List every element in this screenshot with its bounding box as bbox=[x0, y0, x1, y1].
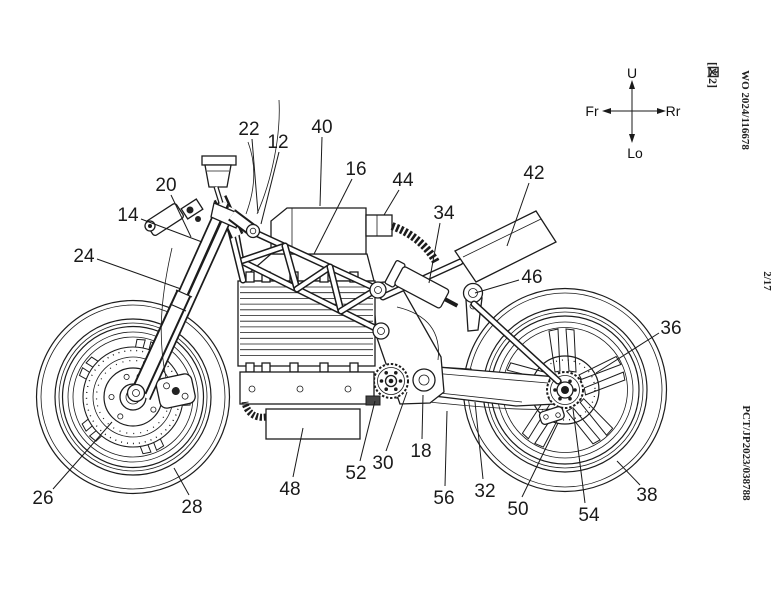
rear-shock-absorber bbox=[384, 260, 484, 332]
callout-32: 32 bbox=[474, 481, 495, 502]
leader-line-30 bbox=[385, 391, 408, 452]
arrow-rear-icon bbox=[657, 108, 666, 114]
callout-52: 52 bbox=[345, 463, 366, 484]
leader-line-16 bbox=[313, 178, 353, 255]
front-fork bbox=[126, 195, 244, 403]
leader-line-42 bbox=[506, 182, 530, 247]
lower-fitting bbox=[365, 395, 381, 406]
publication-number: WO 2024/116678 bbox=[739, 70, 751, 150]
front-brake-caliper bbox=[155, 373, 196, 409]
arrow-front-icon bbox=[602, 108, 611, 114]
leader-line-36 bbox=[595, 332, 660, 374]
sheet-number: 2/17 bbox=[761, 271, 773, 291]
leader-line-34 bbox=[428, 222, 441, 284]
callout-24: 24 bbox=[73, 246, 95, 267]
frame-rear-mount-upper bbox=[369, 281, 387, 299]
leader-line-38 bbox=[616, 460, 641, 486]
brake-reservoir bbox=[201, 155, 237, 204]
frame-rear-mount-lower bbox=[372, 322, 390, 340]
page-margin-texts: [図2] WO 2024/116678 2/17 PCT/JP2023/0387… bbox=[706, 62, 773, 501]
callout-54: 54 bbox=[578, 505, 600, 526]
front-brake-hose bbox=[160, 247, 173, 379]
top-unit bbox=[270, 207, 367, 255]
leader-line-32 bbox=[474, 401, 484, 480]
leader-line-28 bbox=[173, 467, 190, 496]
callout-40: 40 bbox=[311, 117, 332, 138]
callout-18: 18 bbox=[410, 441, 431, 462]
motor-housing bbox=[396, 306, 439, 361]
master-cylinder-cluster bbox=[144, 198, 204, 237]
leader-line-20 bbox=[170, 194, 192, 238]
callout-12: 12 bbox=[267, 132, 288, 153]
callout-56: 56 bbox=[433, 488, 454, 509]
callout-42: 42 bbox=[523, 163, 544, 184]
callout-28: 28 bbox=[181, 497, 202, 518]
leader-line-24 bbox=[96, 258, 182, 290]
leader-line-40 bbox=[319, 136, 323, 207]
battery-lower-case bbox=[239, 371, 375, 405]
arrow-up-icon bbox=[629, 80, 635, 89]
leader-line-54 bbox=[572, 408, 586, 504]
application-number: PCT/JP2023/038788 bbox=[740, 405, 752, 501]
arrow-down-icon bbox=[629, 134, 635, 143]
figure-label: [図2] bbox=[706, 62, 720, 88]
callout-26: 26 bbox=[32, 488, 53, 509]
callout-14: 14 bbox=[117, 205, 139, 226]
shock-eyelet-mount bbox=[462, 282, 484, 304]
leader-line-50 bbox=[521, 422, 559, 498]
callout-34: 34 bbox=[433, 203, 455, 224]
under-unit bbox=[265, 408, 361, 440]
callout-22: 22 bbox=[238, 119, 259, 140]
handlebar bbox=[228, 209, 261, 239]
rear-brake-caliper bbox=[538, 406, 565, 426]
leader-line-52 bbox=[359, 400, 376, 462]
callout-20: 20 bbox=[155, 175, 176, 196]
swingarm-pivot bbox=[412, 368, 436, 392]
leader-line-12 bbox=[260, 151, 280, 225]
callout-48: 48 bbox=[279, 479, 300, 500]
callout-30: 30 bbox=[372, 453, 393, 474]
orientation-compass: U Lo Fr Rr bbox=[585, 65, 680, 161]
leader-line-48 bbox=[292, 427, 304, 478]
leader-line-14 bbox=[140, 218, 203, 243]
callout-46: 46 bbox=[521, 267, 542, 288]
leader-line-44 bbox=[383, 189, 400, 216]
callout-50: 50 bbox=[507, 499, 528, 520]
compass-rear-label: Rr bbox=[666, 103, 681, 119]
connector-unit bbox=[365, 214, 393, 237]
callout-38: 38 bbox=[636, 485, 657, 506]
callout-44: 44 bbox=[392, 170, 414, 191]
motor-sprocket bbox=[373, 363, 409, 399]
front-axle bbox=[126, 383, 146, 403]
control-cable-outer bbox=[256, 99, 280, 215]
callout-16: 16 bbox=[345, 159, 366, 180]
compass-front-label: Fr bbox=[585, 103, 599, 119]
compass-up-label: U bbox=[627, 65, 637, 81]
control-cable-inner bbox=[245, 141, 255, 215]
grip-end bbox=[245, 223, 261, 239]
leader-line-56 bbox=[444, 410, 448, 487]
callout-layer: 22 12 40 16 44 34 42 46 36 20 14 24 26 28 48 52 30 18 56 32… bbox=[32, 117, 681, 526]
corrugated-cable bbox=[390, 222, 440, 265]
leader-line-26 bbox=[52, 421, 113, 490]
callout-36: 36 bbox=[660, 318, 681, 339]
leader-line-22 bbox=[251, 138, 259, 214]
leader-line-18 bbox=[421, 394, 424, 440]
leader-line-46 bbox=[474, 279, 520, 294]
tail-unit bbox=[454, 210, 557, 283]
compass-down-label: Lo bbox=[627, 145, 643, 161]
